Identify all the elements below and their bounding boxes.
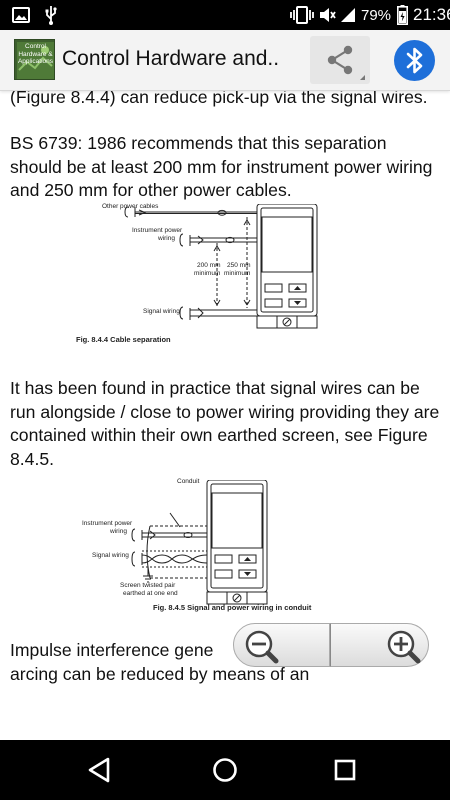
bluetooth-icon [406, 47, 423, 74]
label-instrument-power: Instrument power [82, 520, 133, 527]
zoom-in-icon [387, 630, 421, 664]
app-bar: Control Hardware & Applications Control … [0, 30, 450, 91]
battery-percent: 79% [361, 6, 392, 24]
status-bar: 79% 21:36 [0, 0, 450, 30]
bluetooth-button[interactable] [394, 40, 435, 81]
document-content[interactable]: (Figure 8.4.4) can reduce pick-up via th… [0, 91, 450, 740]
paragraph-1: (Figure 8.4.4) can reduce pick-up via th… [10, 91, 428, 107]
back-button[interactable] [75, 750, 125, 790]
figure-signal-power-conduit: Conduit Instrument power wiring Signal w… [80, 478, 311, 616]
zoom-in-button[interactable] [330, 623, 429, 667]
share-icon [327, 45, 365, 80]
zoom-controls [233, 623, 429, 667]
label-instrument-power-wiring: wiring [110, 528, 127, 535]
label-250mm: 250 mm [227, 262, 251, 269]
label-200mm-minimum: minimum [194, 270, 221, 277]
recents-icon [334, 759, 356, 781]
zoom-out-button[interactable] [233, 623, 330, 667]
paragraph-2: BS 6739: 1986 recommends that this separ… [10, 133, 433, 200]
battery-icon [397, 0, 408, 30]
back-icon [88, 757, 110, 783]
home-button[interactable] [200, 750, 250, 790]
label-other-power-cables: Other power cables [102, 203, 159, 210]
app-logo[interactable]: Control Hardware & Applications [14, 39, 55, 80]
label-instrument-power: Instrument power [132, 227, 183, 234]
image-icon [12, 0, 30, 30]
signal-icon [340, 0, 356, 30]
clock: 21:36 [413, 5, 450, 24]
label-200mm: 200 mm [197, 262, 221, 269]
label-250mm-minimum: minimum [224, 270, 251, 277]
home-icon [213, 758, 237, 782]
paragraph-4-line-2: arcing can be reduced by means of an [10, 663, 310, 684]
app-logo-text: Control Hardware & Applications [17, 43, 54, 65]
nav-bar [0, 740, 450, 800]
label-screen-twisted-pair: Screen twisted pair [120, 582, 176, 589]
usb-icon [44, 0, 58, 30]
label-signal-wiring: Signal wiring [92, 552, 129, 559]
figure-caption: Fig. 8.4.4 Cable separation [76, 335, 171, 344]
zoom-out-icon [245, 630, 279, 664]
figure-caption: Fig. 8.4.5 Signal and power wiring in co… [153, 603, 312, 612]
figure-cable-separation: Other power cables Instrument power wiri… [70, 203, 360, 349]
vibrate-icon [289, 0, 315, 30]
page-title: Control Hardware and.. [62, 47, 280, 70]
mute-icon [318, 0, 336, 30]
label-instrument-power-wiring: wiring [158, 235, 175, 242]
label-conduit: Conduit [177, 478, 200, 485]
label-signal-wiring: Signal wiring [143, 308, 180, 315]
paragraph-4-line-1: Impulse interference gene [10, 640, 214, 660]
share-button[interactable] [310, 36, 370, 84]
recents-button[interactable] [320, 750, 370, 790]
paragraph-3: It has been found in practice that signa… [10, 378, 440, 469]
label-earthed-one-end: earthed at one end [123, 590, 178, 597]
paragraph-4: Impulse interference gene arcing can be … [10, 639, 440, 686]
